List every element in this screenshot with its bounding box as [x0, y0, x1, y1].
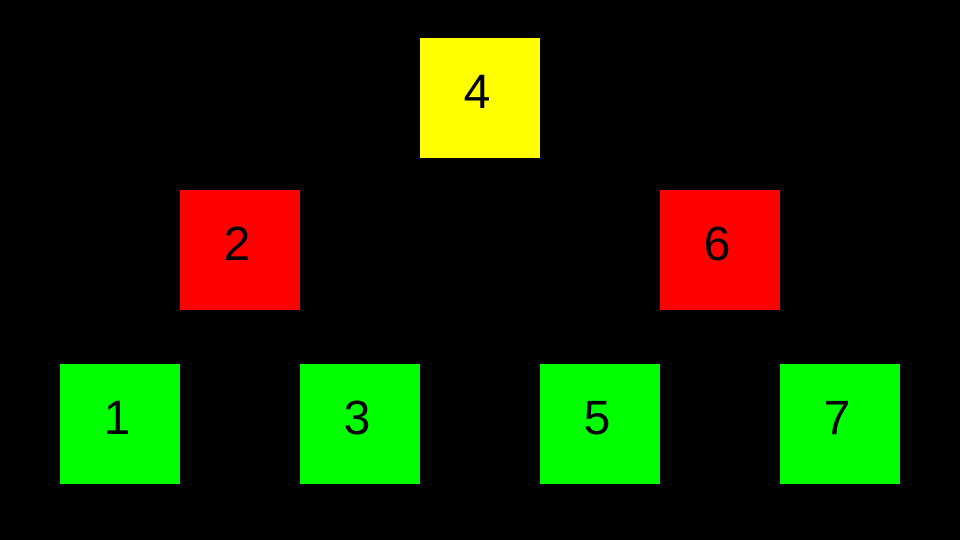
tree-node-root-4: 4	[420, 38, 540, 158]
tree-node-leaf-5: 5	[540, 364, 660, 484]
tree-node-right-6: 6	[660, 190, 780, 310]
node-value-label: 6	[703, 218, 731, 271]
tree-node-leaf-3: 3	[300, 364, 420, 484]
tree-node-leaf-1: 1	[60, 364, 180, 484]
node-value-label: 7	[823, 392, 851, 445]
tree-node-leaf-7: 7	[780, 364, 900, 484]
node-value-label: 3	[343, 392, 371, 445]
node-value-label: 5	[583, 392, 611, 445]
node-value-label: 1	[103, 392, 131, 445]
tree-node-left-2: 2	[180, 190, 300, 310]
node-value-label: 2	[223, 218, 251, 271]
node-value-label: 4	[463, 66, 491, 119]
